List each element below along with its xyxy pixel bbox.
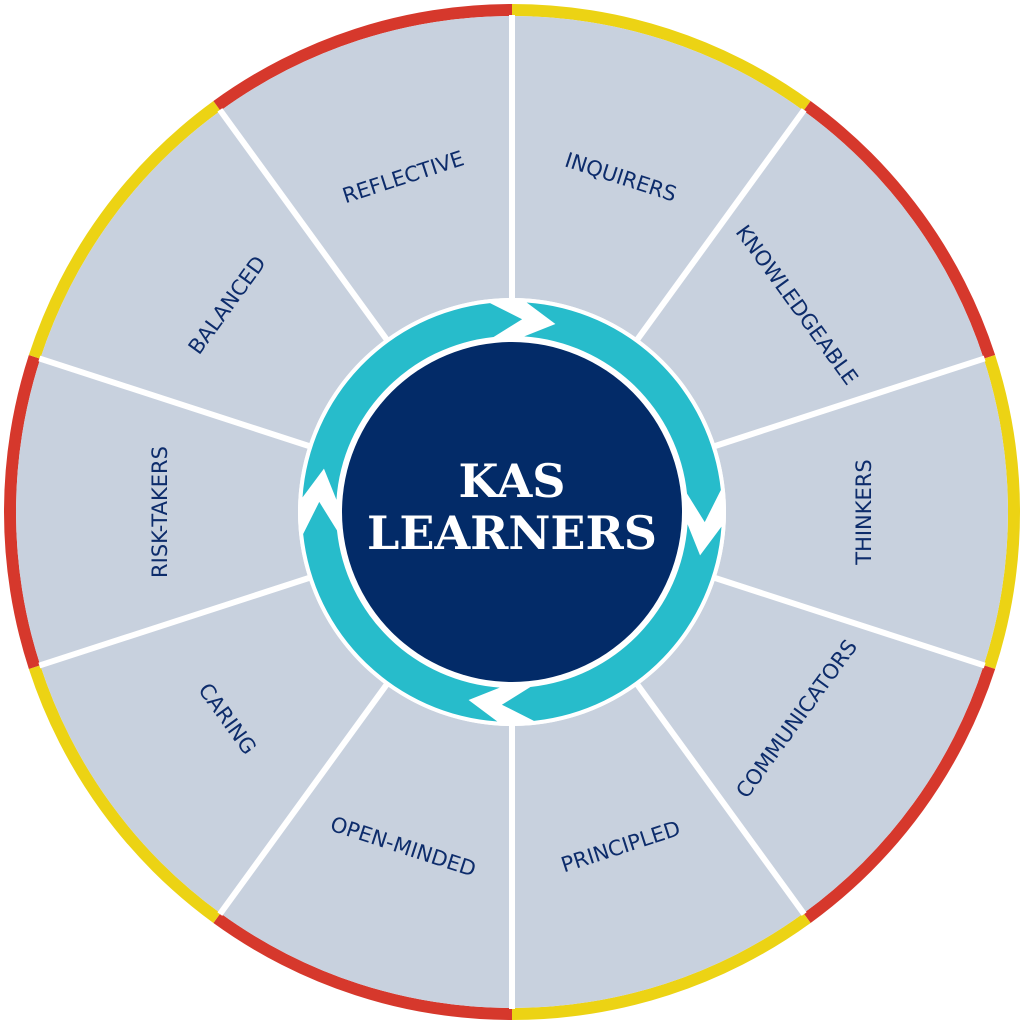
circular-arrows-icon	[302, 302, 722, 722]
segment-caring	[40, 578, 387, 914]
segment-communicators	[637, 578, 984, 914]
rim-arc-thinkers	[983, 355, 1020, 669]
rim-arc-risk-takers	[3, 355, 41, 669]
center-title-line2: LEARNERS	[367, 506, 657, 560]
segment-balanced	[40, 110, 387, 446]
cycle-arrow-segment	[302, 303, 523, 500]
segment-knowledgeable	[637, 110, 984, 446]
segment-divider	[634, 108, 807, 343]
rim-arc-communicators	[803, 665, 996, 923]
segment-thinkers	[715, 358, 1009, 666]
rim-arc-principled	[512, 913, 811, 1020]
segment-divider	[634, 681, 807, 916]
segment-dividers	[38, 15, 986, 1009]
segment-divider	[38, 574, 312, 669]
rim-arc-reflective	[213, 4, 512, 111]
center-title-line1: KAS	[458, 454, 565, 508]
outer-rim	[3, 4, 1020, 1020]
rim-arc-caring	[28, 665, 221, 923]
rim-arc-inquirers	[512, 4, 811, 111]
rim-arc-open-minded	[213, 913, 512, 1020]
segment-ring	[15, 16, 1009, 1008]
segment-risk-takers	[15, 358, 309, 666]
segment-divider	[217, 108, 390, 343]
cycle-arrow-segment	[501, 524, 722, 721]
segment-open-minded	[220, 685, 513, 1008]
segment-reflective	[220, 16, 513, 339]
center-disc	[342, 342, 682, 682]
cycle-arrow-segment	[303, 501, 500, 722]
segment-inquirers	[512, 16, 804, 339]
segment-label-risk-takers: RISK-TAKERS	[148, 446, 172, 578]
cycle-arrow-segment	[524, 302, 721, 523]
segment-divider	[217, 681, 390, 916]
rim-arc-knowledgeable	[803, 101, 996, 359]
segment-divider	[712, 355, 986, 450]
rim-arc-balanced	[28, 101, 221, 359]
segment-divider	[38, 355, 312, 450]
segment-principled	[512, 685, 804, 1008]
segment-divider	[712, 574, 986, 669]
segment-label-thinkers: THINKERS	[852, 459, 876, 565]
